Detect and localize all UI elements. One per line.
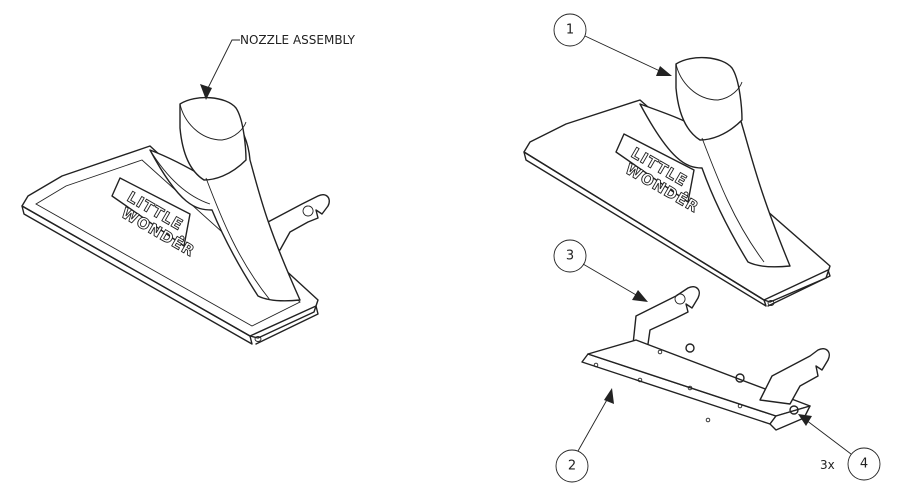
- bar-bracket-part-2: [581, 339, 830, 431]
- nut-2: [735, 373, 745, 383]
- balloon-3: 3: [553, 239, 648, 302]
- balloon-2: 2: [555, 388, 614, 483]
- hook-bracket-part-3: [631, 286, 700, 359]
- nozzle-assembly-view: LITTLE WONDER NOZZLE ASSEMBLY: [21, 33, 356, 345]
- balloon-1: 1: [553, 13, 672, 76]
- nozzle-assembly-label: NOZZLE ASSEMBLY: [240, 33, 356, 47]
- balloon-4-number: 4: [860, 457, 868, 472]
- exploded-view: LITTLE WONDER: [523, 13, 881, 483]
- nozzle-part-1: LITTLE WONDER: [523, 56, 831, 307]
- balloon-2-number: 2: [568, 459, 576, 474]
- nuts-part-4: [685, 343, 799, 415]
- balloon-4: 4 3x: [798, 414, 881, 481]
- leader-arrowhead: [200, 84, 212, 100]
- quantity-note: 3x: [820, 458, 835, 472]
- balloon-3-number: 3: [566, 249, 574, 264]
- nozzle-assembly-callout: NOZZLE ASSEMBLY: [200, 33, 356, 100]
- nut-3: [789, 405, 799, 415]
- nut-1: [685, 343, 695, 353]
- hook-bracket-left: [267, 194, 330, 251]
- nozzle-neck-left: [149, 96, 301, 302]
- balloon-1-number: 1: [566, 23, 574, 38]
